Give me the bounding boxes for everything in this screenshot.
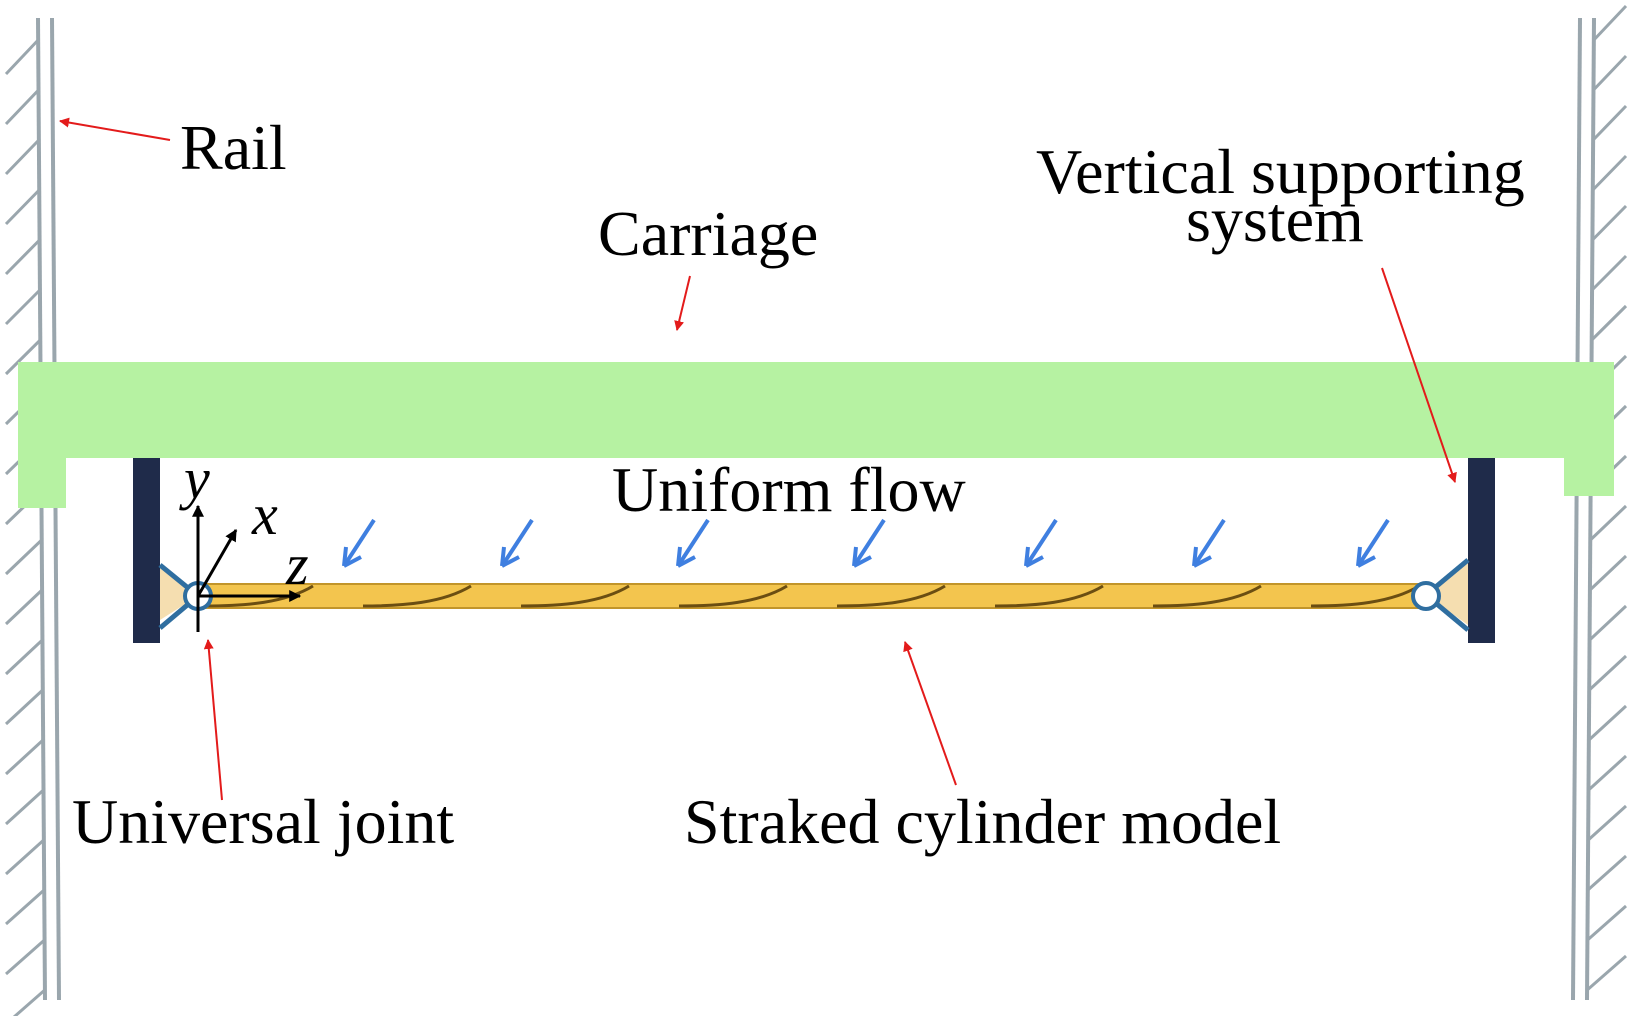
rail-hatch-line xyxy=(1587,754,1628,792)
flow-arrow xyxy=(1356,518,1390,568)
rail-hatch-line xyxy=(4,738,45,776)
rail-hatch-line xyxy=(12,988,46,1016)
vertical-support-pointer-arrow xyxy=(1381,267,1457,483)
strake-line xyxy=(1152,584,1262,608)
rail-hatch-line xyxy=(1592,54,1628,92)
rail-hatch-line xyxy=(4,638,44,676)
rail-hatch-line xyxy=(1588,604,1628,642)
y-axis-label: y xyxy=(184,446,210,511)
strake-line xyxy=(836,584,946,608)
strake-line xyxy=(994,584,1104,608)
rail-hatch-line xyxy=(1591,204,1628,242)
rail-hatch-line xyxy=(4,838,45,876)
rail-hatch-line xyxy=(1586,904,1627,942)
carriage xyxy=(18,362,1614,508)
strake-line xyxy=(204,584,314,608)
right-support-post xyxy=(1468,458,1495,643)
rail-hatch-line xyxy=(4,188,41,226)
rail-hatch-line xyxy=(1589,504,1628,542)
strake-line xyxy=(678,584,788,608)
rail-hatch-line xyxy=(4,238,41,276)
carriage-pointer-arrow xyxy=(674,275,691,331)
rail-hatch-line xyxy=(4,538,43,576)
flow-arrow xyxy=(1024,518,1058,568)
rail-hatch-line xyxy=(4,138,40,176)
rail-hatch-line xyxy=(1592,4,1628,42)
strake-line xyxy=(1310,584,1420,608)
rail-hatch-line xyxy=(4,788,45,826)
flow-arrow xyxy=(852,518,886,568)
cylinder-pointer-arrow xyxy=(903,641,957,786)
right-universal-joint xyxy=(1411,581,1441,611)
rail-pointer-arrow xyxy=(59,117,171,141)
rail-hatch-line xyxy=(4,88,40,126)
flow-arrows xyxy=(342,518,1390,568)
strake-line xyxy=(520,584,630,608)
x-axis-arrow xyxy=(196,528,238,597)
strake-line xyxy=(362,584,472,608)
straked-cylinder-label: Straked cylinder model xyxy=(684,786,1282,857)
rail-hatch-line xyxy=(4,588,44,626)
rail-hatch-line xyxy=(4,338,42,376)
rail-hatch-line xyxy=(4,288,41,326)
rail-hatch-line xyxy=(1592,104,1628,142)
uniform-flow-label: Uniform flow xyxy=(612,454,966,525)
rail-hatch-line xyxy=(1590,304,1628,342)
vertical-support-label-line2: system xyxy=(1186,184,1364,255)
x-axis-label: x xyxy=(252,482,278,547)
rail-hatch-line xyxy=(1588,554,1628,592)
flow-arrow xyxy=(500,518,534,568)
left-rail xyxy=(4,17,61,1016)
rail-hatch-line xyxy=(1587,804,1628,842)
right-rail xyxy=(1571,4,1628,1001)
rail-hatch-line xyxy=(5,938,46,976)
rail-label: Rail xyxy=(180,112,287,183)
universal-joint-label: Universal joint xyxy=(72,786,455,857)
universal-joint-pointer-arrow xyxy=(203,639,223,801)
flow-arrow xyxy=(676,518,710,568)
rail-hatch-line xyxy=(1586,854,1627,892)
flow-arrow xyxy=(1192,518,1226,568)
rail-hatch-line xyxy=(1591,154,1628,192)
rail-hatch-line xyxy=(1587,704,1628,742)
rail-hatch-line xyxy=(5,888,46,926)
rail-hatch-line xyxy=(1586,954,1627,992)
carriage-label: Carriage xyxy=(598,198,819,269)
cylinder-strakes xyxy=(204,584,1420,608)
rail-hatch-line xyxy=(4,688,44,726)
z-axis-label: z xyxy=(286,532,309,597)
rail-hatch-line xyxy=(4,38,40,76)
vertical-support-label-line1: Vertical supporting xyxy=(1036,136,1525,207)
rail-hatch-line xyxy=(1588,654,1628,692)
rail-hatch-line xyxy=(1591,254,1628,292)
flow-arrow xyxy=(342,518,376,568)
left-support-post xyxy=(133,458,160,643)
